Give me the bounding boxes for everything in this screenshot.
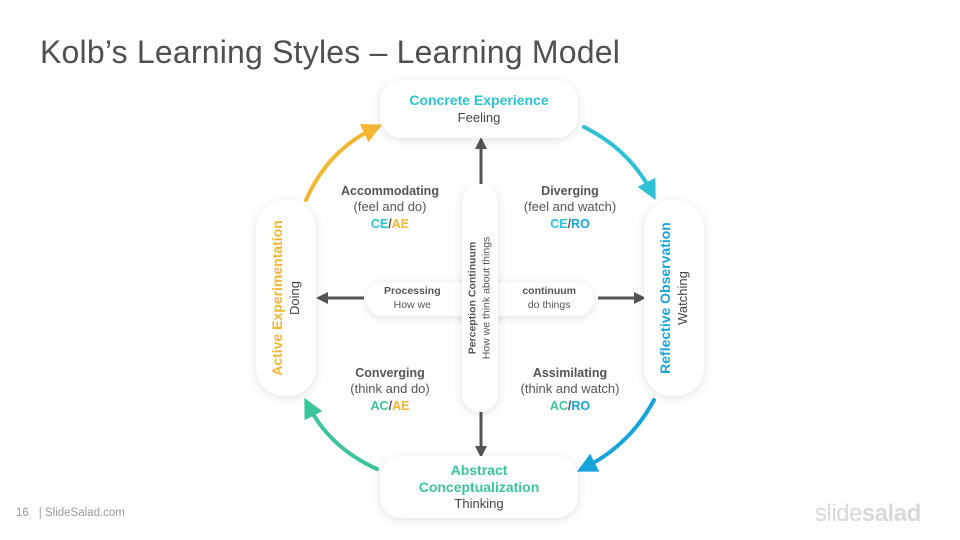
node-reflective-observation: Reflective Observation Watching (644, 200, 704, 396)
arrow-ce-to-ro (582, 125, 656, 201)
diverging-abbr-2: RO (571, 217, 590, 232)
converging-desc: (think and do) (350, 381, 430, 397)
converging-abbr-2: AE (392, 399, 410, 414)
perception-label: Perception Continuum How we think about … (466, 237, 493, 360)
perception-desc: How we think about things (480, 236, 492, 360)
assimilating-desc: (think and watch) (520, 381, 620, 397)
footer-source: | SlideSalad.com (38, 507, 125, 519)
abstract-conceptualization-subtitle: Thinking (454, 495, 504, 511)
arrow-ro-to-ac (576, 398, 656, 472)
brand-logo: slidesalad (815, 500, 921, 528)
arrow-ac-to-ae (304, 397, 379, 471)
processing-left-label: Processing How we (384, 285, 441, 312)
reflective-observation-subtitle: Watching (674, 271, 690, 325)
diverging-title: Diverging (541, 184, 599, 198)
diverging-abbr-1: CE (550, 217, 568, 232)
perception-continuum-bar: Perception Continuum How we think about … (462, 184, 498, 412)
page-number: 16 (16, 507, 29, 519)
concrete-experience-subtitle: Feeling (457, 109, 501, 125)
slide-title: Kolb’s Learning Styles – Learning Model (40, 34, 621, 70)
arrow-ae-to-ce (304, 124, 383, 202)
node-active-experimentation: Active Experimentation Doing (256, 200, 316, 396)
processing-desc-2: do things (527, 299, 571, 311)
logo-part-2: salad (861, 500, 921, 527)
active-experimentation-label: Active Experimentation Doing (269, 220, 303, 376)
accommodating-desc: (feel and do) (353, 199, 427, 215)
processing-title-2: continuum (522, 285, 576, 298)
active-experimentation-subtitle: Doing (286, 281, 302, 315)
abstract-conceptualization-title: Abstract Conceptualization (418, 462, 540, 495)
quadrant-assimilating: Assimilating (think and watch) AC/RO (500, 365, 640, 414)
concrete-experience-title: Concrete Experience (409, 92, 549, 109)
assimilating-abbr-1: AC (549, 399, 568, 414)
perception-title: Perception Continuum (466, 241, 479, 355)
quadrant-converging: Converging (think and do) AC/AE (320, 365, 460, 414)
diverging-desc: (feel and watch) (523, 199, 617, 215)
reflective-observation-title: Reflective Observation (657, 222, 674, 374)
quadrant-accommodating: Accommodating (feel and do) CE/AE (320, 183, 460, 232)
assimilating-abbr-2: RO (571, 399, 591, 414)
processing-title: Processing (384, 285, 441, 298)
accommodating-abbr-1: CE (370, 217, 389, 232)
quadrant-diverging: Diverging (feel and watch) CE/RO (500, 183, 640, 232)
logo-part-1: slide (815, 500, 862, 527)
assimilating-title: Assimilating (532, 366, 608, 380)
accommodating-abbr-2: AE (391, 217, 410, 232)
active-experimentation-title: Active Experimentation (269, 220, 286, 376)
accommodating-title: Accommodating (341, 184, 439, 198)
converging-title: Converging (355, 366, 425, 380)
converging-abbr-1: AC (370, 399, 389, 414)
reflective-observation-label: Reflective Observation Watching (657, 222, 691, 374)
footer: 16 | SlideSalad.com (16, 507, 125, 519)
processing-right-label: continuum do things (522, 285, 576, 312)
node-abstract-conceptualization: Abstract Conceptualization Thinking (380, 456, 578, 518)
node-concrete-experience: Concrete Experience Feeling (380, 80, 578, 138)
processing-desc: How we (393, 299, 431, 311)
